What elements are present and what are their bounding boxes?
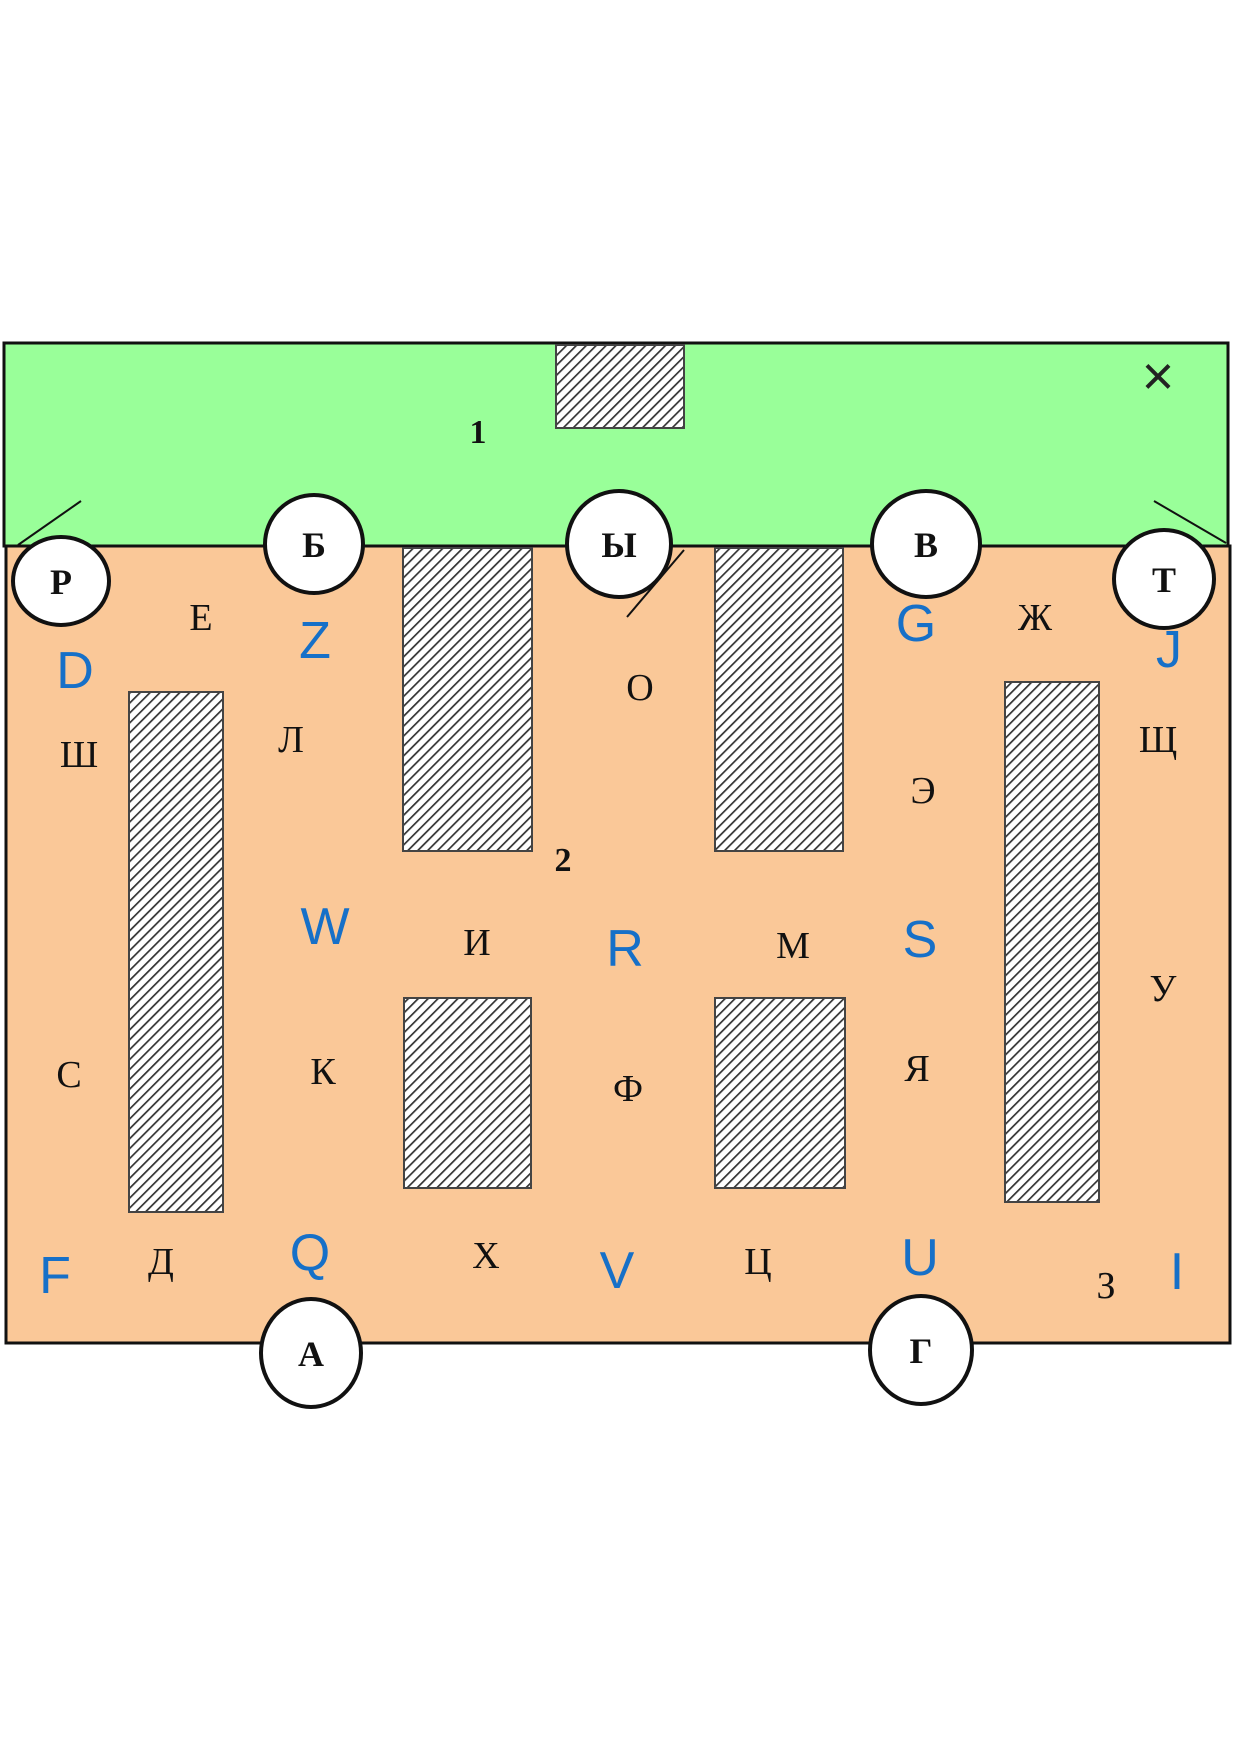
cyrillic-label: О [626,667,653,709]
cyrillic-label: Я [904,1048,929,1090]
door-swing-line [17,500,82,546]
hatched-block-upper-right [714,547,844,852]
door-circle [868,1294,974,1406]
blue-letter-label: G [896,595,936,653]
cyrillic-label: Щ [1139,719,1177,761]
hatched-block-lower-right [714,997,846,1189]
door-label: Т [1152,560,1176,600]
blue-letter-label: U [901,1229,939,1287]
cyrillic-label: Л [278,719,304,761]
door-label: Г [910,1331,933,1371]
door-circle [263,493,365,595]
door-swing-line [1153,500,1227,544]
cyrillic-label: У [1150,968,1177,1010]
blue-letter-label: D [56,642,94,700]
cyrillic-label: Е [189,597,212,639]
close-icon: × [1142,344,1175,407]
zone-2-number: 2 [555,842,572,879]
cyrillic-label: Д [148,1241,174,1283]
blue-letter-label: F [39,1247,71,1305]
door-circle [1112,528,1216,630]
blue-letter-label: W [300,898,349,956]
hatched-block-lower-left [403,997,532,1189]
door-label: Б [302,525,326,565]
blue-letter-label: Q [290,1224,330,1282]
cyrillic-label: Х [472,1235,499,1277]
cyrillic-label: Э [910,770,935,812]
blue-letter-label: S [903,911,938,969]
cyrillic-label: М [776,925,810,967]
door-label: Р [50,562,72,602]
blue-letter-label: R [606,920,644,978]
blue-letter-label: Z [299,612,331,670]
door-circle [870,489,982,599]
cyrillic-label: Ш [60,734,98,776]
blue-letter-label: J [1156,621,1182,679]
hatched-block-left-tall [128,691,224,1213]
cyrillic-label: И [463,922,490,964]
cyrillic-label: Ф [613,1068,643,1110]
hatched-block-right-tall [1004,681,1100,1203]
door-circle [259,1297,363,1409]
cyrillic-label: Ц [744,1241,771,1283]
cyrillic-label: К [310,1051,336,1093]
door-label: В [914,525,938,565]
blue-letter-label: I [1170,1243,1184,1301]
cyrillic-label: С [56,1054,81,1096]
door-circle [565,489,673,599]
hatched-block-upper-left [402,547,533,852]
hatched-block-top [555,344,685,429]
blue-letter-label: V [600,1242,635,1300]
door-label: А [298,1334,324,1374]
door-circle [11,535,111,627]
cyrillic-label: З [1096,1265,1115,1307]
cyrillic-label: Ж [1018,597,1053,639]
zone-1-number: 1 [470,414,487,451]
door-label: Ы [601,525,636,565]
